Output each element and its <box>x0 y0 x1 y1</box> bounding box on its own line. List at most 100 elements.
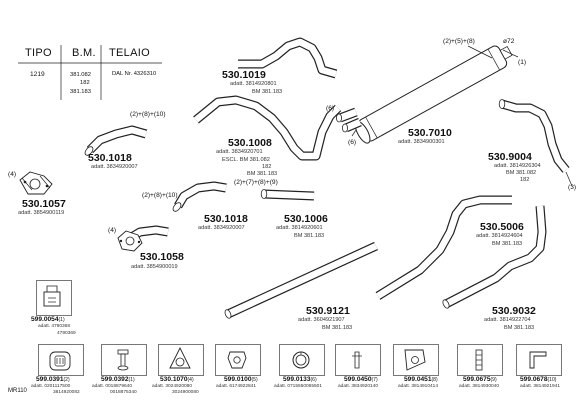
footer-code-5: 599.0450(7) <box>344 376 378 383</box>
part-adatt-530-7010: adatt. 3834900301 <box>398 139 445 145</box>
flange-530-1057 <box>19 171 53 195</box>
part-bm2-530-9004: 182 <box>520 177 530 183</box>
footer-code-2: 530.1070(4) <box>160 376 194 383</box>
header-tipo-label: TIPO <box>25 47 52 59</box>
part-bm-530-9121: BM 381.183 <box>322 325 353 331</box>
diameter-530-7010: ø72 <box>503 38 515 45</box>
footer-icons <box>49 346 547 371</box>
part-adatt-599-0054: adatt. 4790368 <box>38 324 71 329</box>
footer-sub1-6: adatt. 3814910414 <box>398 384 439 389</box>
part-bm-530-9004: BM 381.082 <box>506 170 537 176</box>
callout-3-530-9004: (3) <box>568 184 577 191</box>
callout-530-1018-b: (2)+(8)+(10) <box>142 192 178 199</box>
callout-6a-530-7010: (6) <box>326 105 335 112</box>
footer-code-4: 599.0133(6) <box>283 376 317 383</box>
footer-frame-1 <box>101 344 147 376</box>
muffler-530-7010 <box>335 45 519 144</box>
pipe-530-9032 <box>442 205 547 309</box>
footer-sub1-2: adatt. 3024920080 <box>152 384 193 389</box>
pipe-530-1008 <box>193 95 342 161</box>
part-adatt-530-1018-a: adatt. 3834920007 <box>91 164 138 170</box>
part-code-530-1057: 530.1057 <box>22 198 66 210</box>
pipe-530-9004 <box>498 99 573 187</box>
part-adatt-530-1018-b: adatt. 3834920007 <box>198 225 245 231</box>
flange-pipe-530-1058 <box>117 225 169 252</box>
footer-sub1-3: adatt. 6174922841 <box>216 384 257 389</box>
part-adatt-530-5006: adatt. 3814924604 <box>476 233 523 239</box>
pipe-530-1019 <box>238 37 338 79</box>
part-code-530-1019: 530.1019 <box>222 69 266 81</box>
footer-frame-0 <box>38 344 84 376</box>
callout-530-7010: (2)+(5)+(8) <box>443 38 475 45</box>
footer-sub2-2: 3024900080 <box>172 390 199 395</box>
part-code-530-1008: 530.1008 <box>228 137 272 149</box>
part-adatt-530-9004: adatt. 3814926304 <box>494 163 541 169</box>
catalog-ref: MR110 <box>8 388 27 394</box>
callout-530-1058: (4) <box>108 227 117 234</box>
part-bm2-530-1008: 182 <box>262 164 272 170</box>
part-code-530-9121: 530.9121 <box>306 305 350 317</box>
part-bm-530-1019: BM 381.183 <box>252 89 283 95</box>
footer-sub1-1: adatt. 0018879640 <box>92 384 133 389</box>
callout-6b-530-7010: (6) <box>348 139 357 146</box>
part-code-530-1006: 530.1006 <box>284 213 328 225</box>
part-code-599-0054: 599.0054(1) <box>31 316 65 323</box>
part-bm-530-1006: BM 381.183 <box>294 233 325 239</box>
part-code-530-7010: 530.7010 <box>408 127 452 139</box>
part-code-530-1018-a: 530.1018 <box>88 152 132 164</box>
part-adatt-530-1057: adatt. 3854900119 <box>18 210 65 216</box>
header-bm-value-1: 381.082 <box>70 72 91 78</box>
header-telaio-label: TELAIO <box>109 47 150 59</box>
footer-code-8: 599.0678(10) <box>520 376 557 383</box>
footer-sub2-1: 0018875340 <box>110 390 137 395</box>
header-bm-value-3: 381.183 <box>70 89 91 95</box>
footer-frame-5 <box>335 344 381 376</box>
callout-530-1057: (4) <box>8 171 17 178</box>
footer-sub1-0: adatt. 0201117500 <box>31 384 71 389</box>
footer-code-6: 599.0451(8) <box>404 376 438 383</box>
header-tipo-value: 1219 <box>30 71 45 78</box>
footer-sub1-7: adatt. 3814930040 <box>459 384 500 389</box>
part-code-530-1018-b: 530.1018 <box>204 213 248 225</box>
pipe-530-9121 <box>224 241 378 319</box>
part-bm3-530-1008: BM 381.183 <box>247 171 278 177</box>
header-table-lines <box>18 45 162 100</box>
footer-code-1: 599.0392(1) <box>101 376 135 383</box>
part-code-530-9032: 530.9032 <box>492 305 536 317</box>
callout-1-530-7010: (1) <box>518 59 527 66</box>
header-telaio-value: DAL Nr. 4326310 <box>112 71 157 77</box>
footer-code-3: 599.0100(5) <box>224 376 258 383</box>
callout-530-1008: (2)+(8)+(10) <box>130 111 166 118</box>
pipe-530-1018-b <box>172 181 227 212</box>
footer-sub1-4: adatt. 0715550065501 <box>274 384 323 389</box>
pipe-530-5006 <box>375 195 512 300</box>
part-code-530-9004: 530.9004 <box>488 151 532 163</box>
footer-sub1-8: adatt. 3814921941 <box>520 384 561 389</box>
pipe-530-1006 <box>260 189 315 201</box>
footer-frame-7 <box>457 344 503 376</box>
part-adatt2-599-0054: 4790369 <box>57 331 76 336</box>
part-adatt-530-1006: adatt. 3814920601 <box>276 225 323 231</box>
header-bm-value-2: 182 <box>80 80 90 86</box>
part-code-530-5006: 530.5006 <box>480 221 524 233</box>
part-adatt-530-1008: adatt. 3834920701 <box>216 149 263 155</box>
hanger-frame <box>36 280 72 316</box>
footer-sub2-0: 3814920082 <box>53 390 80 395</box>
callout-530-1006: (2)+(7)+(8)+(9) <box>234 179 278 186</box>
footer-frame-8 <box>516 344 562 376</box>
part-adatt-530-1019: adatt. 3814920801 <box>230 81 277 87</box>
part-code-530-1058: 530.1058 <box>140 251 184 263</box>
footer-sub1-5: adatt. 3834920140 <box>338 384 379 389</box>
footer-code-7: 599.0675(9) <box>463 376 497 383</box>
header-bm-label: B.M. <box>72 47 96 59</box>
part-bm-530-5006: BM 381.183 <box>492 241 523 247</box>
footer-frame-4 <box>279 344 325 376</box>
footer-frame-3 <box>215 344 261 376</box>
part-escl-530-1008: ESCL. BM 381.082 <box>222 157 270 163</box>
part-adatt-530-1058: adatt. 3854900019 <box>131 264 178 270</box>
footer-code-0: 599.0391(2) <box>36 376 70 383</box>
part-adatt-530-9121: adatt. 3604921907 <box>298 317 345 323</box>
part-adatt-530-9032: adatt. 3814922704 <box>484 317 531 323</box>
footer-frame-6 <box>393 344 439 376</box>
